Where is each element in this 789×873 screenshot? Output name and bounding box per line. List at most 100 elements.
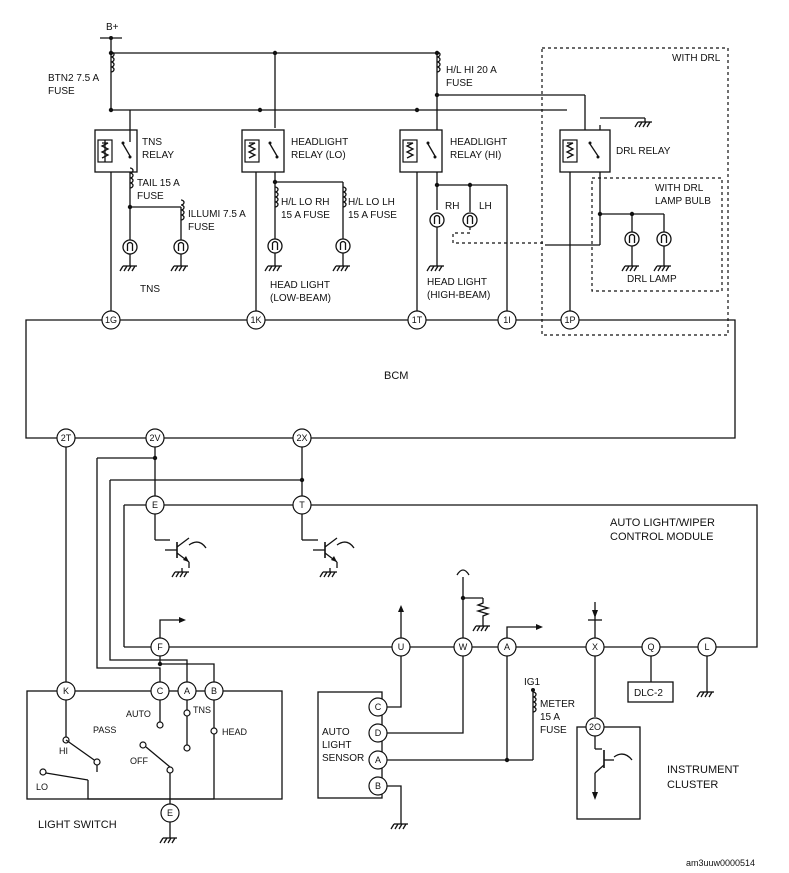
svg-text:T: T [299, 500, 305, 510]
bcm-terminal-2x: 2X [292, 428, 312, 448]
switch-tns-label: TNS [193, 705, 211, 715]
svg-text:B: B [211, 686, 217, 696]
hl-hi-fuse-label-2: FUSE [446, 78, 473, 89]
headlight-relay-hi [399, 129, 443, 173]
tns-lamp-bulb [122, 239, 138, 255]
bcm-label: BCM [384, 370, 408, 382]
svg-text:C: C [157, 686, 164, 696]
with-drl-lamp-bulb-label-2: LAMP BULB [655, 196, 711, 207]
sensor-terminal-c: C [368, 697, 388, 717]
meter-fuse-label-1: METER [540, 699, 575, 710]
bcm-terminal-1k: 1K [246, 310, 266, 330]
drl-lamp-right-bulb [656, 231, 672, 247]
lh-label: LH [479, 201, 492, 212]
svg-text:X: X [592, 642, 598, 652]
bcm-terminal-1t: 1T [407, 310, 427, 330]
meter-fuse-label-2: 15 A [540, 712, 560, 723]
tail-fuse-label-2: FUSE [137, 191, 164, 202]
module-terminal-a: A [497, 637, 517, 657]
switch-head-label: HEAD [222, 727, 248, 737]
switch-hi-label: HI [59, 746, 68, 756]
hl-lo-lh-fuse-label-2: 15 A FUSE [348, 210, 397, 221]
bcm-terminal-1i: 1I [497, 310, 517, 330]
bcm-terminal-1p: 1P [560, 310, 580, 330]
svg-text:1P: 1P [564, 315, 575, 325]
module-transistor-e [164, 537, 190, 563]
with-drl-lamp-bulb-label-1: WITH DRL [655, 183, 704, 194]
sensor-terminal-d: D [368, 723, 388, 743]
drl-lamp-label: DRL LAMP [627, 274, 677, 285]
headlight-relay-lo-label-2: RELAY (LO) [291, 150, 346, 161]
instrument-cluster-label-2: CLUSTER [667, 779, 718, 791]
cluster-terminal-2o: 2O [585, 717, 605, 737]
cluster-transistor [592, 748, 633, 800]
bcm-terminal-2t: 2T [56, 428, 76, 448]
svg-text:2X: 2X [296, 433, 307, 443]
hl-lo-lh-fuse-label-1: H/L LO LH [348, 197, 395, 208]
svg-text:A: A [504, 642, 510, 652]
switch-terminal-b: B [204, 681, 224, 701]
tns-label: TNS [140, 284, 160, 295]
svg-text:L: L [704, 642, 709, 652]
switch-pass-label: PASS [93, 725, 116, 735]
illumi-fuse-label-1: ILLUMI 7.5 A [188, 209, 246, 220]
switch-terminal-c: C [150, 681, 170, 701]
svg-text:A: A [375, 755, 381, 765]
svg-text:F: F [157, 642, 163, 652]
svg-text:1T: 1T [412, 315, 423, 325]
rh-label: RH [445, 201, 459, 212]
sensor-terminal-a: A [368, 750, 388, 770]
instrument-cluster-box [576, 726, 641, 820]
svg-text:2O: 2O [589, 722, 601, 732]
svg-text:E: E [152, 500, 158, 510]
figure-code: am3uuw0000514 [686, 858, 755, 868]
drl-lamp-left-bulb [624, 231, 640, 247]
svg-text:Q: Q [647, 642, 654, 652]
module-terminal-q: Q [641, 637, 661, 657]
bcm-terminal-2v: 2V [145, 428, 165, 448]
svg-text:A: A [184, 686, 190, 696]
switch-lo-label: LO [36, 782, 48, 792]
switch-terminal-e: E [160, 803, 180, 823]
head-light-high-label-1: HEAD LIGHT [427, 277, 487, 288]
high-beam-rh-bulb [429, 212, 445, 228]
headlight-relay-lo-label-1: HEADLIGHT [291, 137, 348, 148]
btn2-fuse-label-1: BTN2 7.5 A [48, 73, 99, 84]
svg-text:D: D [375, 728, 382, 738]
hl-lo-rh-fuse-label-1: H/L LO RH [281, 197, 330, 208]
head-light-low-label-1: HEAD LIGHT [270, 280, 330, 291]
ig1-label: IG1 [524, 677, 541, 688]
svg-text:K: K [63, 686, 69, 696]
auto-light-module-label-1: AUTO LIGHT/WIPER [610, 517, 715, 529]
svg-text:2V: 2V [149, 433, 160, 443]
power-rails: B+ BTN2 7.5 A FUSE H/L HI 20 A FUSE [48, 22, 586, 180]
tns-relay-label-2: RELAY [142, 150, 174, 161]
drl-relay [559, 129, 611, 173]
svg-text:E: E [167, 808, 173, 818]
svg-text:B: B [375, 781, 381, 791]
tns-relay-label-1: TNS [142, 137, 162, 148]
btn2-fuse-label-2: FUSE [48, 86, 75, 97]
illumi-lamp-bulb [173, 239, 189, 255]
module-transistor-t [312, 537, 338, 563]
low-beam-rh-bulb [267, 238, 283, 254]
auto-light-module-box [123, 504, 758, 648]
with-drl-box [541, 47, 729, 336]
svg-text:1I: 1I [503, 315, 511, 325]
svg-text:1G: 1G [105, 315, 117, 325]
with-drl-label: WITH DRL [672, 53, 721, 64]
module-terminal-w: W [453, 637, 473, 657]
headlight-relay-lo [241, 129, 285, 173]
auto-light-sensor-label-2: LIGHT [322, 740, 351, 751]
illumi-fuse-label-2: FUSE [188, 222, 215, 233]
low-beam-lh-bulb [335, 238, 351, 254]
svg-text:2T: 2T [61, 433, 72, 443]
svg-text:U: U [398, 642, 405, 652]
light-switch-label: LIGHT SWITCH [38, 819, 117, 831]
hl-hi-fuse-label-1: H/L HI 20 A [446, 65, 497, 76]
drl-relay-label: DRL RELAY [616, 146, 671, 157]
light-switch-box [26, 690, 283, 800]
tail-fuse-label-1: TAIL 15 A [137, 178, 180, 189]
svg-text:C: C [375, 702, 382, 712]
